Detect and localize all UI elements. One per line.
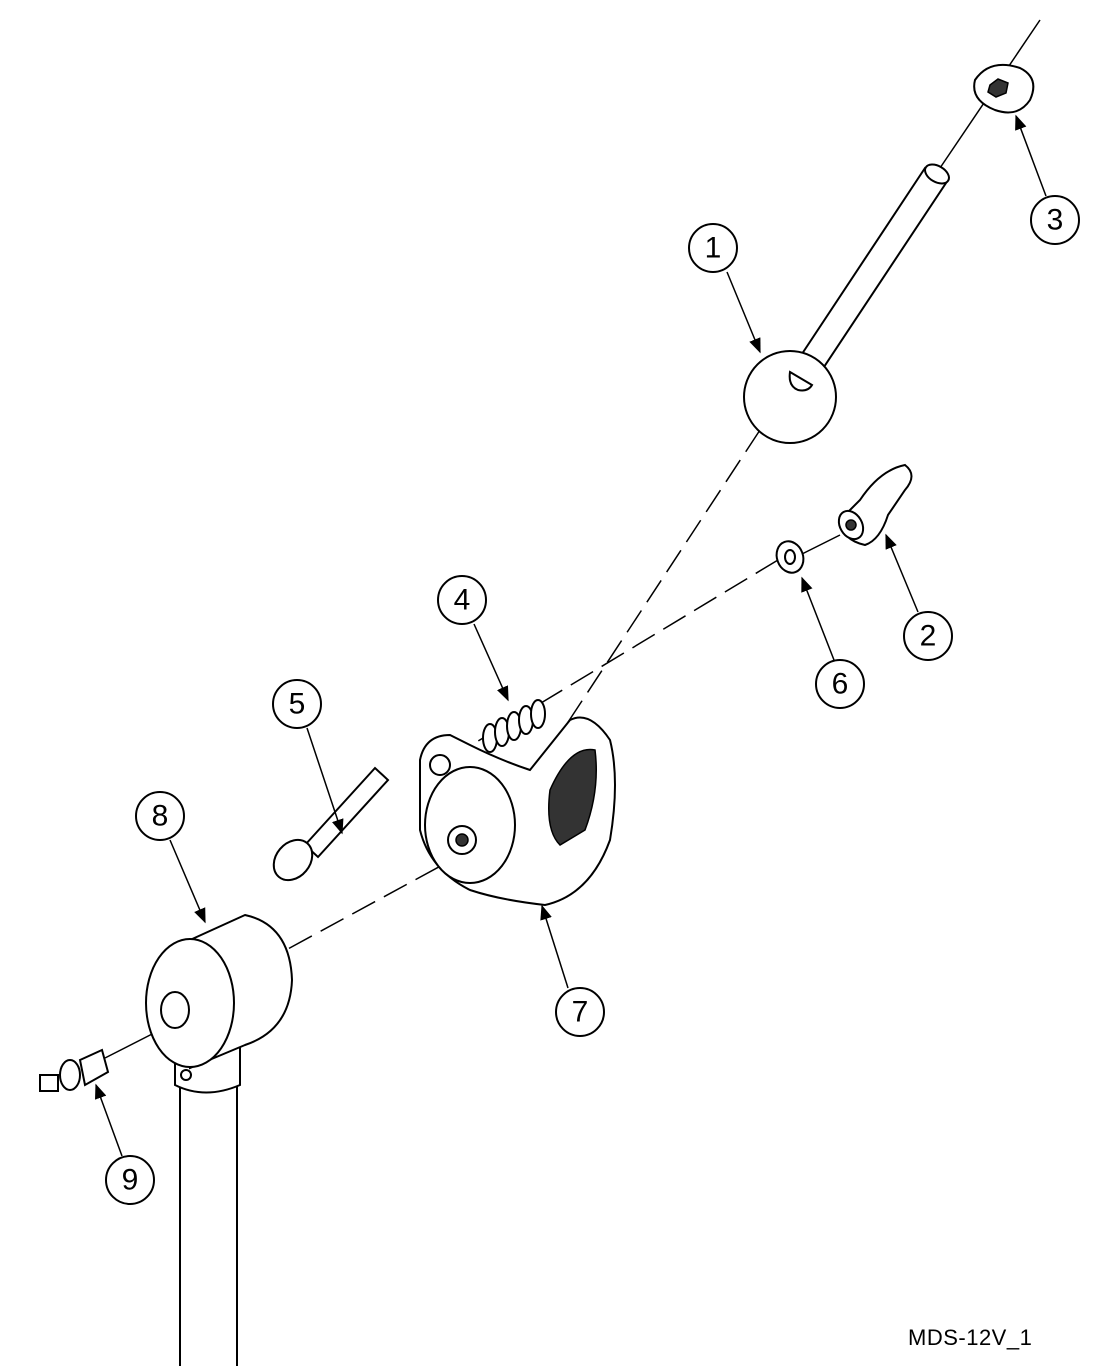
- drawing-id: MDS-12V_1: [908, 1325, 1033, 1350]
- wing-knob-part: [837, 463, 913, 547]
- callout-7: 7: [555, 987, 605, 1037]
- svg-text:9: 9: [122, 1164, 139, 1197]
- svg-text:8: 8: [152, 800, 169, 833]
- svg-text:4: 4: [454, 584, 471, 617]
- leader-lines: [95, 114, 1047, 1157]
- callout-4: 4: [437, 575, 487, 625]
- callout-3: 3: [1030, 195, 1080, 245]
- clamp-body-part: [419, 716, 616, 907]
- callout-9: 9: [105, 1155, 155, 1205]
- spring-part: [482, 699, 546, 753]
- ball-arm-part: [743, 163, 950, 444]
- bolt-part: [39, 1048, 110, 1092]
- svg-text:1: 1: [705, 232, 722, 265]
- callout-2: 2: [903, 611, 953, 661]
- callout-8: 8: [135, 791, 185, 841]
- callout-6: 6: [815, 659, 865, 709]
- svg-text:7: 7: [572, 996, 589, 1029]
- washer-part: [775, 540, 805, 574]
- svg-text:6: 6: [832, 668, 849, 701]
- cylinder-housing-part: [145, 913, 294, 1366]
- callout-1: 1: [688, 223, 738, 273]
- svg-text:2: 2: [920, 620, 937, 653]
- svg-text:5: 5: [289, 688, 306, 721]
- callout-5: 5: [272, 679, 322, 729]
- svg-text:3: 3: [1047, 204, 1064, 237]
- pin-part: [272, 766, 390, 882]
- end-cap-part: [973, 64, 1035, 114]
